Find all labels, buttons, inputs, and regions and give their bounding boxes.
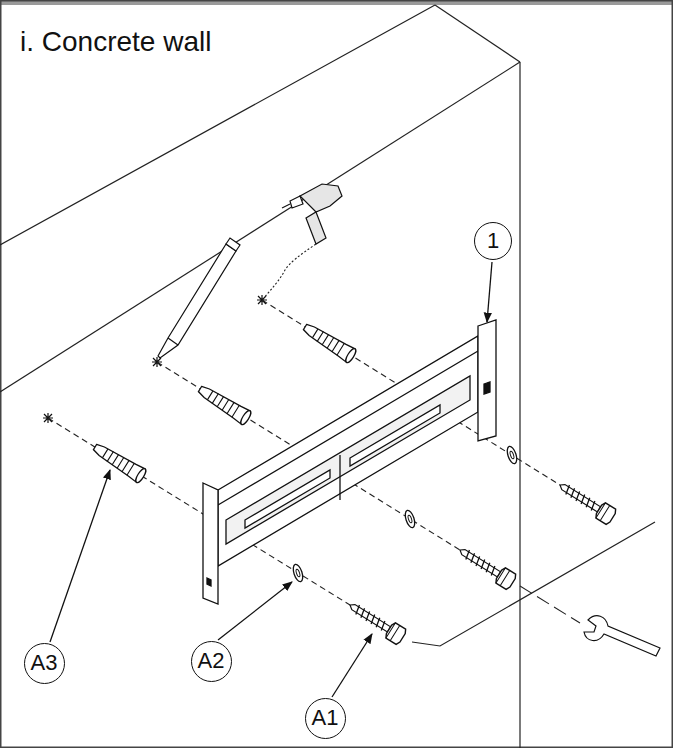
callout-circle: A3 — [24, 643, 65, 684]
callout-number: 1 — [487, 230, 499, 252]
panel-title: i. Concrete wall — [20, 26, 211, 58]
callout-circle: 1 — [474, 222, 512, 260]
callout-number: A2 — [198, 650, 225, 672]
callout-circle: A2 — [191, 641, 232, 682]
callout-circle: A1 — [305, 698, 346, 739]
callout-number: A1 — [312, 707, 339, 729]
callout-number: A3 — [31, 652, 58, 674]
